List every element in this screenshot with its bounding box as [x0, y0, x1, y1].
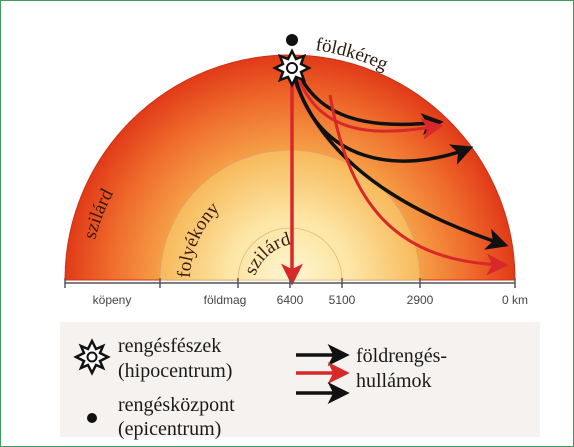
scale-label-core: földmag — [204, 293, 247, 307]
scale-tick-2900: 2900 — [407, 293, 434, 307]
outer-core-layer — [159, 149, 421, 281]
black-wave-1 — [294, 67, 444, 136]
hypocenter-star-icon — [272, 48, 312, 88]
epicenter-dot-icon — [286, 34, 298, 46]
legend-epicenter-line2: (epicentrum) — [118, 418, 221, 440]
scale-tick-6400: 6400 — [277, 293, 304, 307]
legend-epicenter-line1: rengésközpont — [118, 394, 235, 416]
scale-tick-0km: 0 km — [502, 293, 528, 307]
black-wave-3 — [291, 73, 509, 250]
red-wave-1 — [294, 71, 444, 140]
legend-panel — [60, 322, 540, 437]
legend-waves-line2: hullámok — [356, 370, 432, 392]
legend-epicenter-dot-icon — [87, 413, 97, 423]
red-wave-2 — [328, 94, 509, 276]
legend-hypocenter-line2: (hipocentrum) — [118, 360, 232, 382]
legend-waves-line1: földrengés- — [356, 345, 447, 367]
depth-scale — [64, 278, 516, 288]
legend-hypocenter-icon — [73, 338, 111, 376]
legend-hypocenter-line1: rengésfészek — [118, 335, 221, 357]
scale-tick-5100: 5100 — [329, 293, 356, 307]
scale-label-mantle: köpeny — [93, 293, 132, 307]
